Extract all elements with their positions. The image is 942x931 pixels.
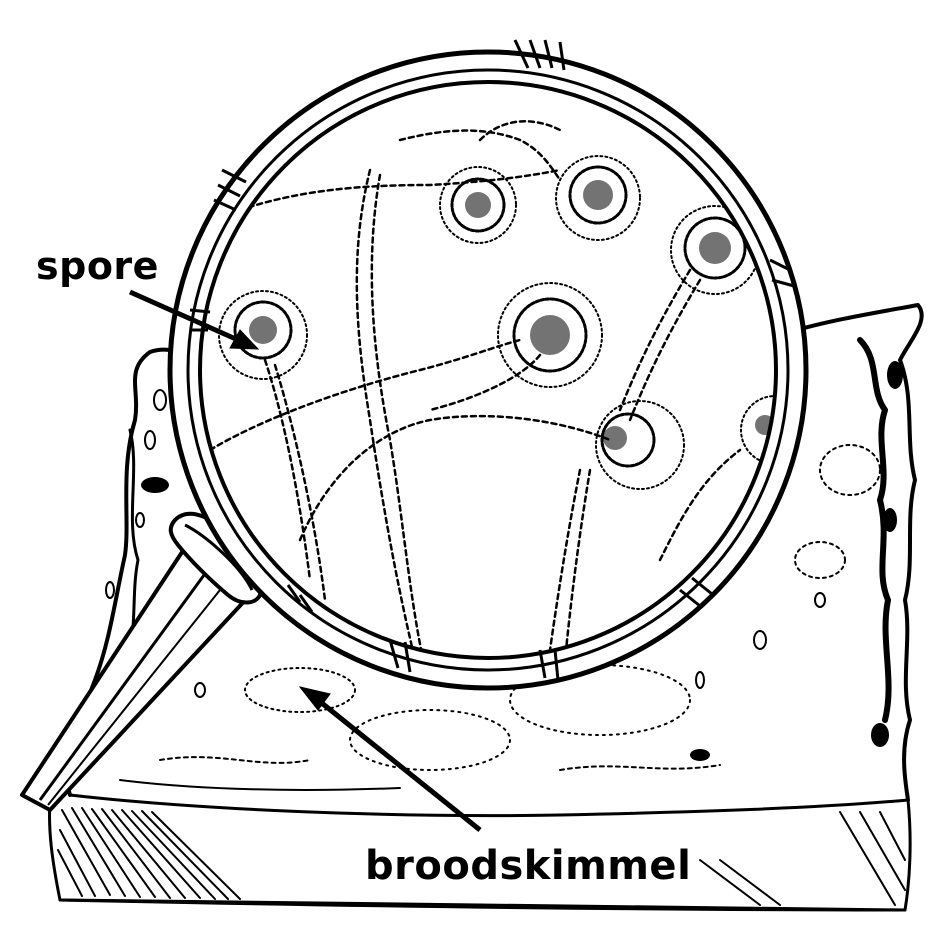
magnified-mold-view bbox=[208, 120, 776, 658]
bread-slice bbox=[47, 303, 924, 912]
magnifier-lens bbox=[167, 39, 809, 691]
spore-arrow bbox=[128, 289, 260, 350]
spore-label: spore bbox=[36, 244, 159, 288]
spore-cluster bbox=[218, 155, 776, 490]
bread-mold-label: broodskimmel bbox=[365, 843, 692, 889]
mold-arrow bbox=[298, 686, 482, 832]
magnifier-handle bbox=[20, 511, 263, 812]
